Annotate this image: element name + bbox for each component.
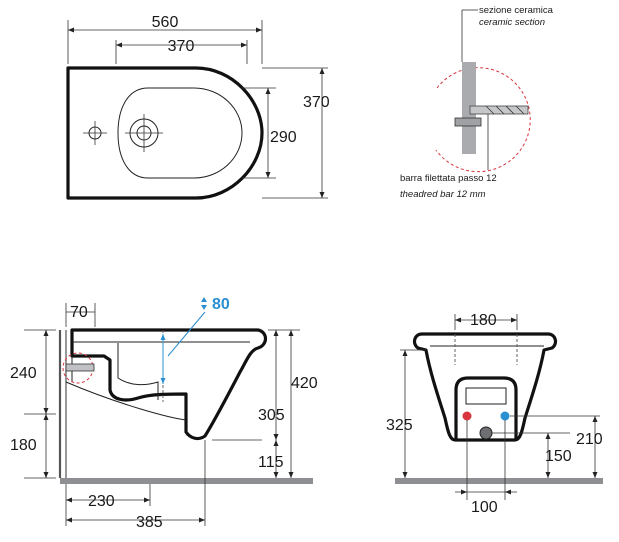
dim-depth-outer: 385 <box>136 514 163 531</box>
front-view-outline <box>412 332 558 442</box>
dim-depth-inner: 230 <box>88 493 115 510</box>
dim-adjust: 80 <box>212 296 230 313</box>
dim-rim-height: 305 <box>258 407 285 424</box>
ceramic-section-detail: sezione ceramica ceramic section barra f… <box>400 5 554 200</box>
dim-waste-height: 150 <box>545 448 572 465</box>
dim-base-height: 115 <box>258 454 284 471</box>
hot-inlet-icon <box>462 411 472 421</box>
side-floor <box>60 478 313 484</box>
dim-overall-length: 560 <box>152 14 179 31</box>
dim-front-fixing-height: 325 <box>386 417 413 434</box>
ceramic-wall <box>462 62 476 154</box>
cold-inlet-icon <box>500 411 510 421</box>
dim-total-height: 420 <box>291 375 318 392</box>
section-label-en: ceramic section <box>479 17 545 28</box>
bar-label-it: barra filettata passo 12 <box>400 173 497 184</box>
section-label-it: sezione ceramica <box>479 5 554 16</box>
threaded-bar <box>469 105 529 115</box>
bar-label-en: theadred bar 12 mm <box>400 189 486 200</box>
top-view-bowl <box>117 87 243 179</box>
top-view: 560 370 370 290 <box>66 14 330 200</box>
adjust-arrow-icon <box>201 297 207 310</box>
dim-front-fixing-spacing: 180 <box>470 312 497 329</box>
dim-overall-width: 370 <box>303 94 330 111</box>
dim-fixing-spacing: 370 <box>168 38 195 55</box>
detail-circle <box>435 67 531 173</box>
dim-inlet-height: 210 <box>576 431 603 448</box>
dim-height-upper: 240 <box>10 365 37 382</box>
dim-bowl-width: 290 <box>270 129 297 146</box>
top-view-outline <box>66 66 264 200</box>
front-cavity <box>454 376 518 440</box>
side-view: 70 80 240 180 420 305 115 230 385 <box>10 296 318 531</box>
front-view: 180 325 210 150 100 <box>386 312 603 516</box>
dim-waste-spacing: 100 <box>471 499 498 516</box>
waste-outlet-icon <box>479 426 493 440</box>
dim-wall-offset: 70 <box>70 304 88 321</box>
front-floor <box>395 478 603 484</box>
bar-nut <box>454 117 482 127</box>
side-view-outline <box>70 328 268 441</box>
dim-height-lower: 180 <box>10 437 37 454</box>
